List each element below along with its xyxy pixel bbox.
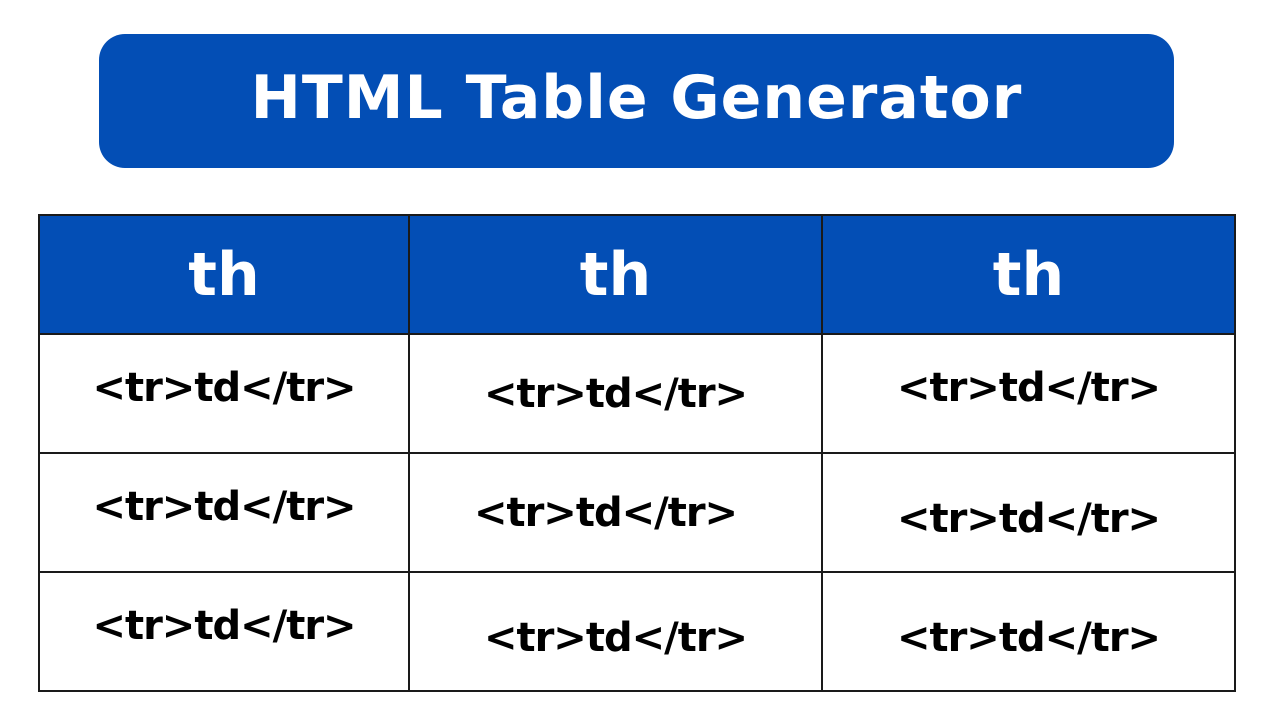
table-header-cell: th <box>408 214 823 335</box>
table-cell: <tr>td</tr> <box>821 452 1236 573</box>
table-row: <tr>td</tr> <tr>td</tr> <tr>td</tr> <box>38 571 1236 692</box>
title-banner: HTML Table Generator <box>99 34 1174 168</box>
table-cell: <tr>td</tr> <box>38 571 410 692</box>
table-cell: <tr>td</tr> <box>408 333 823 454</box>
table-cell-text: <tr>td</tr> <box>92 602 356 649</box>
table-cell: <tr>td</tr> <box>38 452 410 573</box>
table-cell: <tr>td</tr> <box>821 333 1236 454</box>
table-cell-text: <tr>td</tr> <box>896 495 1161 542</box>
table-header-row: th th th <box>38 214 1236 335</box>
example-table: th th th <tr>td</tr> <tr>td</tr> <tr>td<… <box>38 214 1236 692</box>
table-cell-text: <tr>td</tr> <box>92 364 356 411</box>
table-cell-text: <tr>td</tr> <box>483 614 748 661</box>
table-cell: <tr>td</tr> <box>821 571 1236 692</box>
table-cell: <tr>td</tr> <box>408 571 823 692</box>
table-cell: <tr>td</tr> <box>408 452 823 573</box>
page-title: HTML Table Generator <box>250 63 1023 133</box>
table-row: <tr>td</tr> <tr>td</tr> <tr>td</tr> <box>38 452 1236 573</box>
table-cell-text: <tr>td</tr> <box>473 489 738 536</box>
table-row: <tr>td</tr> <tr>td</tr> <tr>td</tr> <box>38 333 1236 454</box>
table-cell-text: <tr>td</tr> <box>896 614 1161 661</box>
table-cell: <tr>td</tr> <box>38 333 410 454</box>
table-header-cell: th <box>821 214 1236 335</box>
table-cell-text: <tr>td</tr> <box>92 483 356 530</box>
table-header-cell: th <box>38 214 410 335</box>
table-cell-text: <tr>td</tr> <box>896 364 1161 411</box>
table-cell-text: <tr>td</tr> <box>483 370 748 417</box>
